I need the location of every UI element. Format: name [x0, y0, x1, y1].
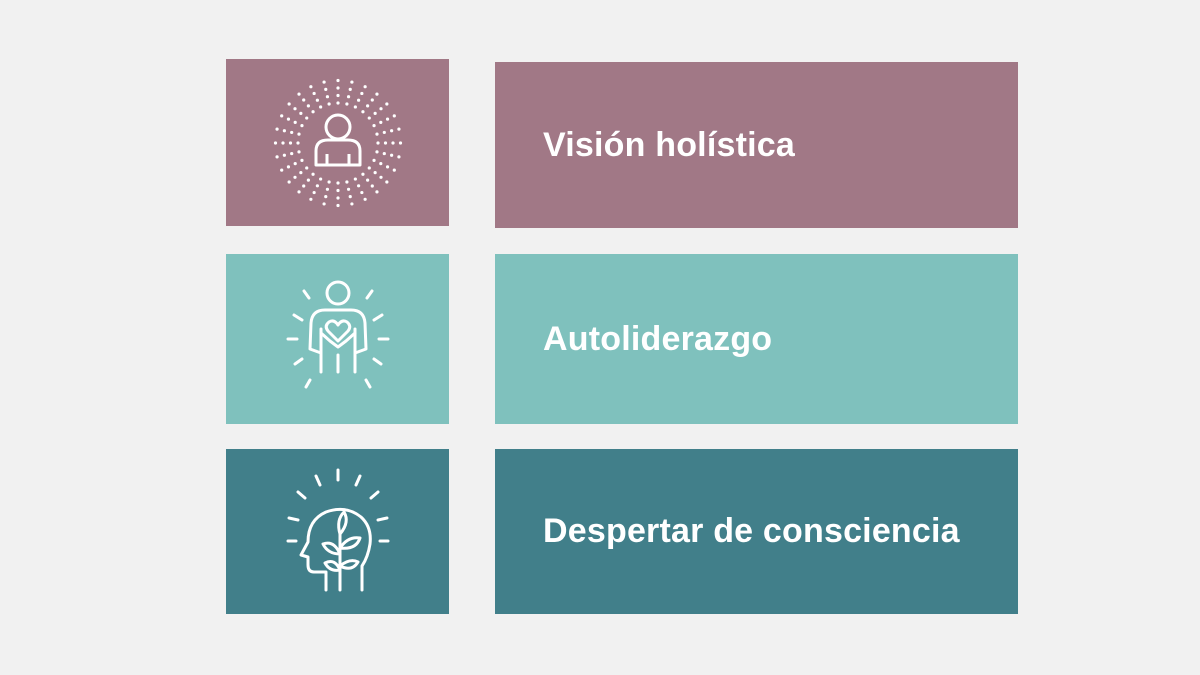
item-label: Despertar de consciencia	[543, 512, 960, 550]
item-despertar-de-consciencia: Despertar de consciencia	[495, 449, 1018, 614]
icon-panel-despertar-de-consciencia	[226, 449, 449, 614]
icon-panel-vision-holistica	[226, 59, 449, 226]
icon-panel-autoliderazgo	[226, 254, 449, 424]
head-plant-icon	[286, 468, 389, 591]
item-vision-holistica: Visión holística	[495, 62, 1018, 228]
item-autoliderazgo: Autoliderazgo	[495, 254, 1018, 424]
person-heart-icon	[286, 280, 389, 389]
item-label: Autoliderazgo	[543, 319, 773, 358]
radiant-person-icon	[273, 78, 402, 207]
item-label: Visión holística	[543, 125, 795, 164]
